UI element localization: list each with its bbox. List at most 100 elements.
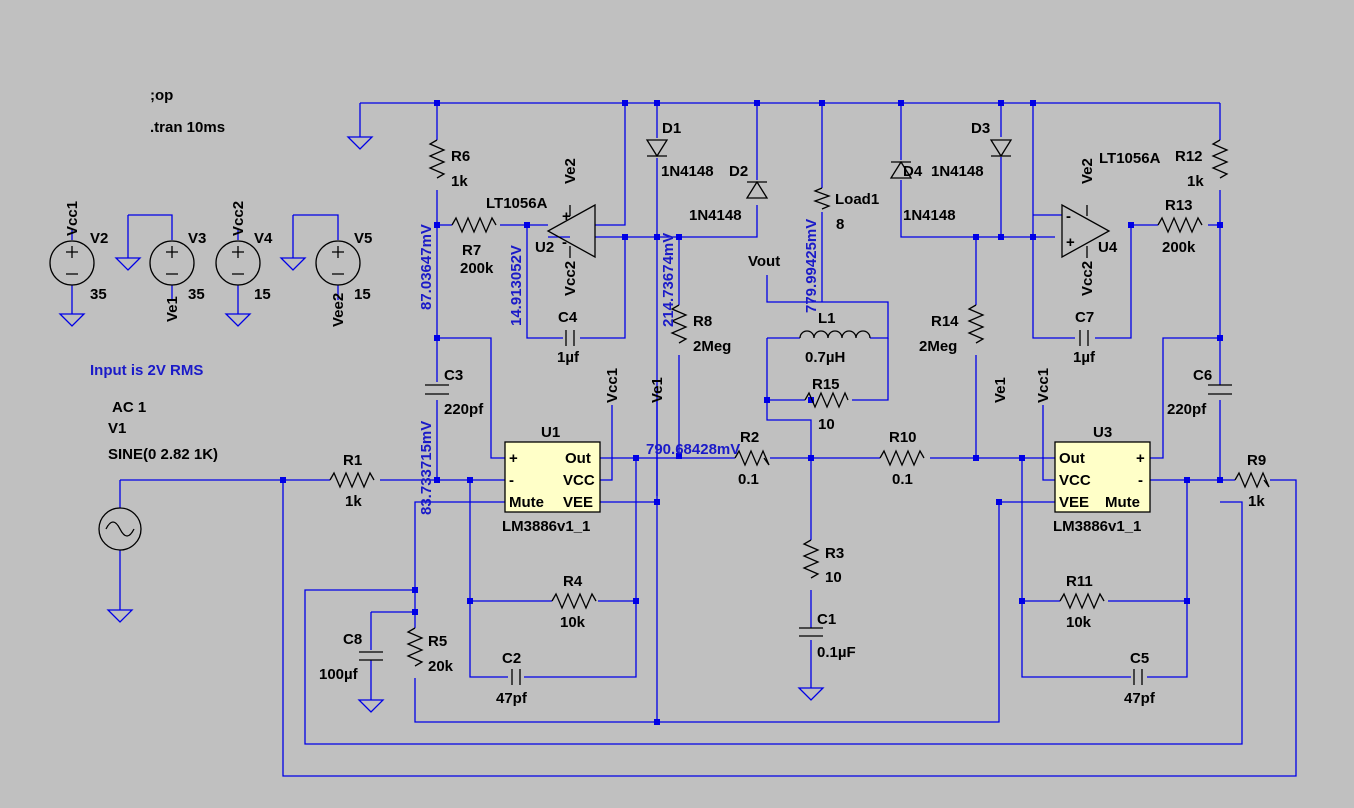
v4-label: V4 (254, 230, 273, 247)
opamp-u4-symbol (1061, 203, 1111, 259)
r3-name: R3 (825, 545, 844, 562)
wires (71, 102, 1297, 777)
voltage-vout: 779.99425mV (803, 219, 820, 313)
c1-name: C1 (817, 611, 836, 628)
d4-name: D4 (903, 163, 923, 180)
c4-name: C4 (558, 309, 578, 326)
u1-name: U1 (541, 424, 560, 441)
u3-plus: + (1136, 450, 1145, 467)
u4-minus-pin: - (1066, 208, 1071, 225)
r10-name: R10 (889, 429, 917, 446)
r12-name: R12 (1175, 148, 1203, 165)
c6-value: 220pf (1167, 401, 1207, 418)
r8-name: R8 (693, 313, 712, 330)
v4-net: Vcc2 (230, 201, 247, 236)
u4-part: LT1056A (1099, 150, 1161, 167)
u1-plus: + (509, 450, 518, 467)
c6-name: C6 (1193, 367, 1212, 384)
v1-sine: SINE(0 2.82 1K) (108, 446, 218, 463)
u3-ve1-net: Ve1 (992, 377, 1009, 403)
r1-name: R1 (343, 452, 362, 469)
c7-name: C7 (1075, 309, 1094, 326)
v5-net: Vee2 (330, 293, 347, 327)
u1-out: Out (565, 450, 591, 467)
r7-value: 200k (460, 260, 494, 277)
c8-value: 100µf (319, 666, 359, 683)
c8-name: C8 (343, 631, 362, 648)
c3-name: C3 (444, 367, 463, 384)
r7-name: R7 (462, 242, 481, 259)
l1-name: L1 (818, 310, 836, 327)
u4-vplus: Ve2 (1079, 158, 1096, 184)
r11-name: R11 (1066, 573, 1093, 590)
u1-vcc: VCC (563, 472, 595, 489)
u2-plus-pin: + (562, 208, 571, 225)
u2-name: U2 (535, 239, 554, 256)
d2-part: 1N4148 (689, 207, 742, 224)
r15-name: R15 (812, 376, 840, 393)
r8-value: 2Meg (693, 338, 731, 355)
v3-net: Ve1 (164, 296, 181, 322)
c1-value: 0.1µF (817, 644, 856, 661)
u3-minus: - (1138, 472, 1143, 489)
r14-name: R14 (931, 313, 959, 330)
d3-part: 1N4148 (931, 163, 984, 180)
c7-value: 1µf (1073, 349, 1096, 366)
v5-label: V5 (354, 230, 372, 247)
u1-mute: Mute (509, 494, 544, 511)
r9-value: 1k (1248, 493, 1265, 510)
c2-name: C2 (502, 650, 521, 667)
capacitor-symbols (359, 330, 1232, 685)
tran-directive[interactable]: .tran 10ms (150, 119, 225, 136)
u3-vcc1-net: Vcc1 (1035, 368, 1052, 403)
load1-value: 8 (836, 216, 844, 233)
u4-vminus: Vcc2 (1079, 261, 1096, 296)
r11-value: 10k (1066, 614, 1092, 631)
r4-value: 10k (560, 614, 586, 631)
vout-net-label: Vout (748, 253, 780, 270)
opamp-u2-symbol (546, 203, 596, 259)
input-note: Input is 2V RMS (90, 362, 203, 379)
v2-net: Vcc1 (64, 201, 81, 236)
u1-vcc1-net: Vcc1 (604, 368, 621, 403)
voltage-r6-node: 87.03647mV (418, 224, 435, 310)
v5-value: 15 (354, 286, 371, 303)
u3-amplifier-body (1054, 441, 1151, 513)
r13-name: R13 (1165, 197, 1193, 214)
u3-vee: VEE (1059, 494, 1089, 511)
inductor-symbol (799, 330, 871, 339)
c5-name: C5 (1130, 650, 1149, 667)
u1-amplifier-body (504, 441, 601, 513)
d4-part: 1N4148 (903, 207, 956, 224)
d2-name: D2 (729, 163, 748, 180)
r2-name: R2 (740, 429, 759, 446)
resistor-symbols (329, 139, 1270, 667)
u3-vcc: VCC (1059, 472, 1091, 489)
r5-name: R5 (428, 633, 447, 650)
u2-part: LT1056A (486, 195, 548, 212)
load1-name: Load1 (835, 191, 879, 208)
v3-value: 35 (188, 286, 205, 303)
v1-ac: AC 1 (112, 399, 146, 416)
r2-value: 0.1 (738, 471, 759, 488)
d3-name: D3 (971, 120, 990, 137)
junctions (280, 100, 1223, 725)
l1-value: 0.7µH (805, 349, 845, 366)
v4-value: 15 (254, 286, 271, 303)
u3-part: LM3886v1_1 (1053, 518, 1141, 535)
c2-value: 47pf (496, 690, 528, 707)
v2-label: V2 (90, 230, 108, 247)
c5-value: 47pf (1124, 690, 1156, 707)
u2-minus-pin: - (562, 234, 567, 251)
r3-value: 10 (825, 569, 842, 586)
u4-name: U4 (1098, 239, 1118, 256)
r5-value: 20k (428, 658, 454, 675)
source-symbols (49, 240, 361, 551)
u3-out: Out (1059, 450, 1085, 467)
ground-symbols (58, 136, 825, 713)
d1-part: 1N4148 (661, 163, 714, 180)
u1-part: LM3886v1_1 (502, 518, 590, 535)
diode-symbols (645, 139, 1013, 199)
op-directive[interactable]: ;op (150, 87, 173, 104)
